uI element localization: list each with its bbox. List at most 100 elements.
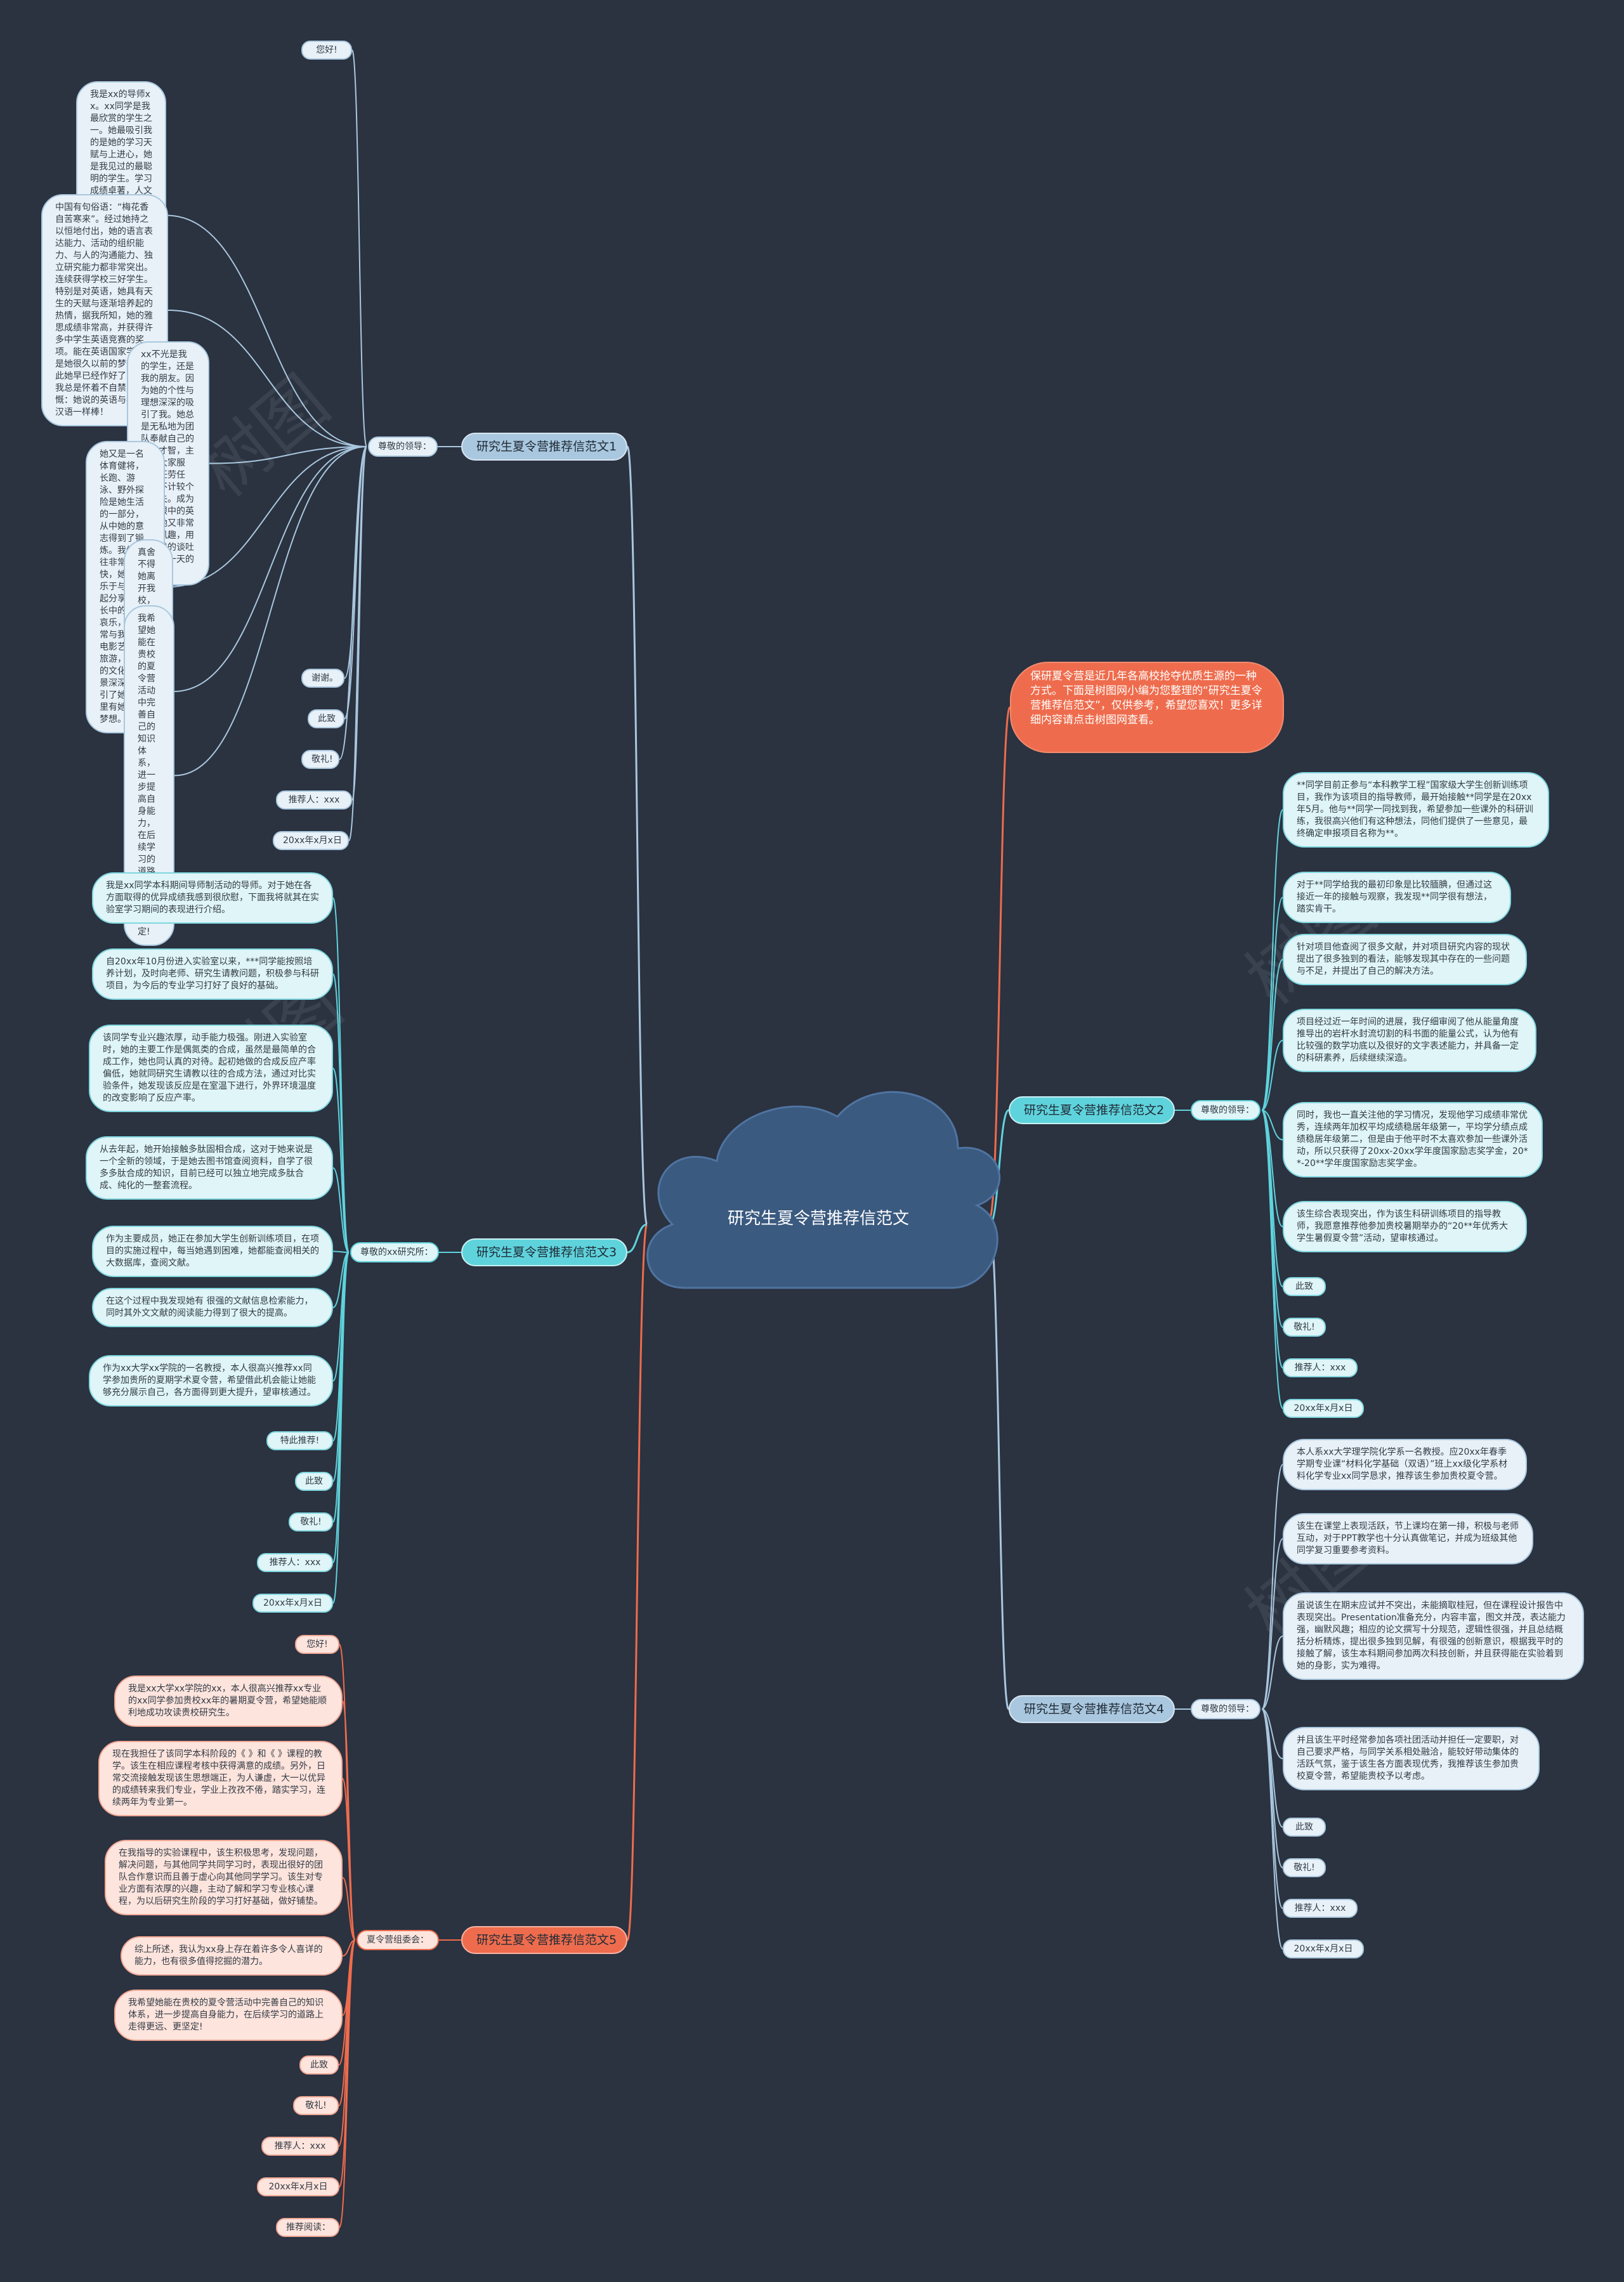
branch-node[interactable]: 研究生夏令营推荐信范文1 (461, 433, 627, 461)
leaf-paragraph[interactable]: 该生在课堂上表现活跃，节上课均在第一排，积极与老师互动，对于PPT教学也十分认真… (1283, 1513, 1533, 1564)
leaf-short[interactable]: 20xx年x月x日 (273, 831, 349, 850)
leaf-short[interactable]: 特此推荐! (266, 1431, 333, 1450)
link-line (1261, 1110, 1283, 1368)
leaf-short[interactable]: 敬礼! (1283, 1318, 1326, 1337)
center-topic[interactable]: 研究生夏令营推荐信范文 (727, 1209, 909, 1228)
leaf-paragraph[interactable]: 同时，我也一直关注他的学习情况，发现他学习成绩非常优秀，连续两年加权平均成绩稳居… (1283, 1102, 1543, 1177)
link-line (1261, 1110, 1283, 1287)
leaf-short[interactable]: 敬礼! (301, 750, 339, 769)
link-line (1261, 1110, 1283, 1328)
link-line (342, 1939, 356, 2016)
branch-node[interactable]: 研究生夏令营推荐信范文5 (461, 1926, 627, 1954)
link-line (1261, 809, 1283, 1111)
leaf-paragraph[interactable]: 本人系xx大学理学院化学系一名教授。应20xx年春季学期专业课“材料化学基础（双… (1283, 1439, 1527, 1490)
link-line (626, 445, 648, 1226)
leaf-short[interactable]: 20xx年x月x日 (257, 2177, 339, 2196)
salutation-label[interactable]: 尊敬的领导： (368, 436, 438, 457)
leaf-short[interactable]: 20xx年x月x日 (1283, 1399, 1364, 1418)
leaf-paragraph[interactable]: 并且该生平时经常参加各项社团活动并担任一定要职，对自己要求严格，与同学关系相处融… (1283, 1727, 1540, 1790)
link-line (332, 1252, 350, 1523)
leaf-short[interactable]: 敬礼! (289, 1512, 333, 1531)
link-line (174, 446, 367, 777)
leaf-paragraph[interactable]: 作为xx大学xx学院的一名教授，本人很高兴推荐xx同学参加贵所的夏期学术夏令营，… (89, 1355, 333, 1407)
link-line (166, 214, 367, 447)
salutation-label[interactable]: 尊敬的领导： (1191, 1699, 1261, 1719)
leaf-paragraph[interactable]: 在这个过程中我发现她有 很强的文献信息检索能力，同时其外文文献的阅读能力得到了很… (92, 1288, 333, 1327)
link-line (626, 1223, 648, 1941)
branch-node[interactable]: 研究生夏令营推荐信范文3 (461, 1238, 627, 1266)
leaf-paragraph[interactable]: 我希望她能在贵校的夏令营活动中完善自己的知识体系，进一步提高自身能力，在后续学习… (114, 1990, 343, 2041)
link-line (342, 1939, 356, 1957)
leaf-paragraph[interactable]: 项目经过近一年时间的进展，我仔细审阅了他从能量角度推导出的岩杆水封流切割的科书面… (1283, 1009, 1536, 1072)
leaf-paragraph[interactable]: 针对项目他查阅了很多文献，并对项目研究内容的现状提出了很多独到的看法，能够发现其… (1283, 934, 1527, 985)
link-line (1261, 1708, 1283, 1909)
leaf-short[interactable]: 推荐阅读： (276, 2218, 339, 2237)
link-line (339, 1939, 356, 2228)
leaf-short[interactable]: 此致 (1283, 1277, 1326, 1296)
link-line (1261, 1464, 1283, 1710)
branch-node[interactable]: 研究生夏令营推荐信范文2 (1009, 1096, 1175, 1124)
leaf-short[interactable]: 谢谢。 (301, 669, 344, 688)
leaf-paragraph[interactable]: 现在我担任了该同学本科阶段的《 》和《 》课程的教学。该生在相应课程考核中获得满… (98, 1741, 343, 1816)
leaf-short[interactable]: 敬礼! (1283, 1858, 1326, 1877)
leaf-paragraph[interactable]: 虽说该生在期末应试并不突出，未能摘取桂冠，但在课程设计报告中表现突出。Prese… (1283, 1592, 1584, 1680)
branch-node[interactable]: 研究生夏令营推荐信范文4 (1009, 1695, 1175, 1723)
leaf-paragraph[interactable]: 我是xx同学本科期间导师制活动的导师。对于她在各方面取得的优异成绩我感到很欣慰，… (92, 872, 333, 924)
link-line (1261, 1708, 1283, 1828)
salutation-label[interactable]: 夏令营组委会： (357, 1930, 439, 1950)
link-line (342, 1877, 356, 1941)
link-line (1261, 896, 1283, 1111)
leaf-paragraph[interactable]: 在我指导的实验课程中，该生积极思考，发现问题，解决问题，与其他同学共同学习时，表… (105, 1840, 343, 1915)
leaf-paragraph[interactable]: 自20xx年10月份进入实验室以来，***同学能按照培养计划，及时向老师、研究生… (92, 948, 333, 1000)
link-line (1261, 1110, 1283, 1141)
link-line (167, 310, 367, 447)
link-line (209, 446, 367, 464)
leaf-short[interactable]: 20xx年x月x日 (1283, 1939, 1364, 1958)
leaf-short[interactable]: 此致 (308, 709, 344, 728)
leaf-paragraph[interactable]: 从去年起，她开始接触多肽固相合成，这对于她来说是一个全新的领域，于是她去图书馆查… (86, 1136, 333, 1200)
leaf-short[interactable]: 推荐人：xxx (261, 2137, 339, 2156)
link-line (332, 1167, 350, 1253)
leaf-short[interactable]: 推荐人：xxx (276, 790, 352, 810)
leaf-short[interactable]: 此致 (1283, 1818, 1326, 1837)
leaf-paragraph[interactable]: 综上所述，我认为xx身上存在着许多令人喜详的能力，也有很多值得挖掘的潜力。 (121, 1936, 343, 1976)
link-line (332, 1252, 350, 1382)
leaf-paragraph[interactable]: 该同学专业兴趣浓厚，动手能力极强。刚进入实验室时，她的主要工作是偶氮类的合成，虽… (89, 1025, 333, 1112)
link-line (1261, 1708, 1283, 1759)
link-line (351, 49, 367, 447)
leaf-short[interactable]: 此致 (295, 1472, 333, 1491)
leaf-short[interactable]: 敬礼! (293, 2096, 339, 2115)
leaf-paragraph[interactable]: **同学目前正参与“本科教学工程”国家级大学生创新训练项目，我作为该项目的指导教… (1283, 772, 1549, 848)
leaf-paragraph[interactable]: 作为主要成员，她正在参加大学生创新训练项目，在项目的实施过程中，每当她遇到困难，… (92, 1226, 333, 1277)
link-line (627, 1223, 648, 1254)
link-line (1261, 1110, 1283, 1228)
leaf-short[interactable]: 您好! (295, 1635, 339, 1654)
link-line (351, 446, 367, 801)
leaf-paragraph[interactable]: 该生综合表现突出，作为该生科研训练项目的指导教师，我愿意推荐他参加贵校暑期举办的… (1283, 1201, 1527, 1252)
leaf-short[interactable]: 您好! (301, 41, 352, 60)
leaf-short[interactable]: 推荐人：xxx (1283, 1358, 1358, 1377)
salutation-label[interactable]: 尊敬的领导： (1191, 1100, 1261, 1120)
center-cloud[interactable] (646, 1091, 1001, 1289)
link-line (1261, 1708, 1283, 1950)
link-line (988, 706, 1011, 1219)
salutation-label[interactable]: 尊敬的xx研究所： (350, 1242, 439, 1262)
leaf-short[interactable]: 推荐人：xxx (257, 1553, 333, 1572)
leaf-short[interactable]: 此致 (299, 2056, 339, 2075)
link-line (332, 1252, 350, 1308)
intro-node[interactable]: 保研夏令营是近几年各高校抢夺优质生源的一种方式。下面是树图网小编为您整理的“研究… (1010, 662, 1284, 753)
link-line (988, 1223, 1010, 1710)
leaf-paragraph[interactable]: 对于**同学给我的最初印象是比较腼腆，但通过这接近一年的接触与观察，我发现**同… (1283, 872, 1511, 923)
link-line (1261, 1636, 1283, 1710)
leaf-paragraph[interactable]: 我是xx大学xx学院的xx，本人很高兴推荐xx专业的xx同学参加贵校xx年的暑期… (114, 1675, 343, 1727)
link-line (1261, 1110, 1283, 1409)
link-line (344, 446, 367, 679)
leaf-short[interactable]: 推荐人：xxx (1283, 1899, 1358, 1918)
link-line (339, 1644, 356, 1941)
link-line (332, 1250, 350, 1253)
link-line (339, 1939, 356, 2187)
leaf-short[interactable]: 20xx年x月x日 (252, 1594, 333, 1613)
link-line (1261, 1040, 1283, 1111)
